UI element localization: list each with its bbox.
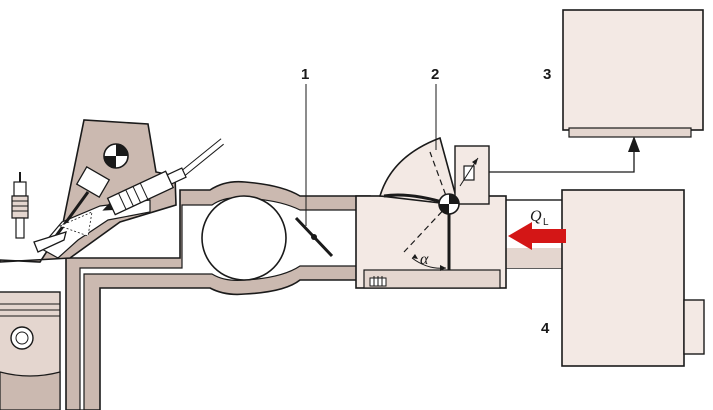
fuel-injector-icon [102, 138, 224, 216]
valve-tappet [75, 165, 111, 199]
signal-arrow [628, 136, 640, 152]
air-filter [561, 189, 705, 367]
valve-head [33, 231, 67, 253]
control-unit [562, 9, 704, 138]
fuel-spray [58, 211, 93, 237]
air-flow-subscript: L [543, 217, 549, 228]
callout-4: 4 [541, 320, 550, 337]
air-flow-arrow [508, 222, 566, 250]
pipe-to-filter-shade [505, 248, 567, 268]
sensor-base [363, 269, 501, 289]
callout-3: 3 [543, 66, 551, 83]
potentiometer-box [454, 145, 490, 205]
piston [0, 291, 61, 410]
callout-2: 2 [431, 66, 439, 83]
plenum-chamber [201, 195, 287, 281]
valve-stem [54, 191, 90, 237]
callout-1: 1 [301, 66, 309, 83]
angle-symbol: α [420, 251, 429, 268]
cylinder-head [0, 119, 224, 263]
signal-line [489, 152, 635, 173]
sensor-sector [378, 136, 460, 205]
head-port [39, 199, 151, 259]
air-flow-symbol: Q [530, 208, 542, 225]
spark-plug-icon [11, 172, 29, 239]
adjusting-screw-icon [369, 276, 387, 287]
throttle-valve [294, 84, 334, 258]
air-flow-sensor [355, 84, 640, 289]
